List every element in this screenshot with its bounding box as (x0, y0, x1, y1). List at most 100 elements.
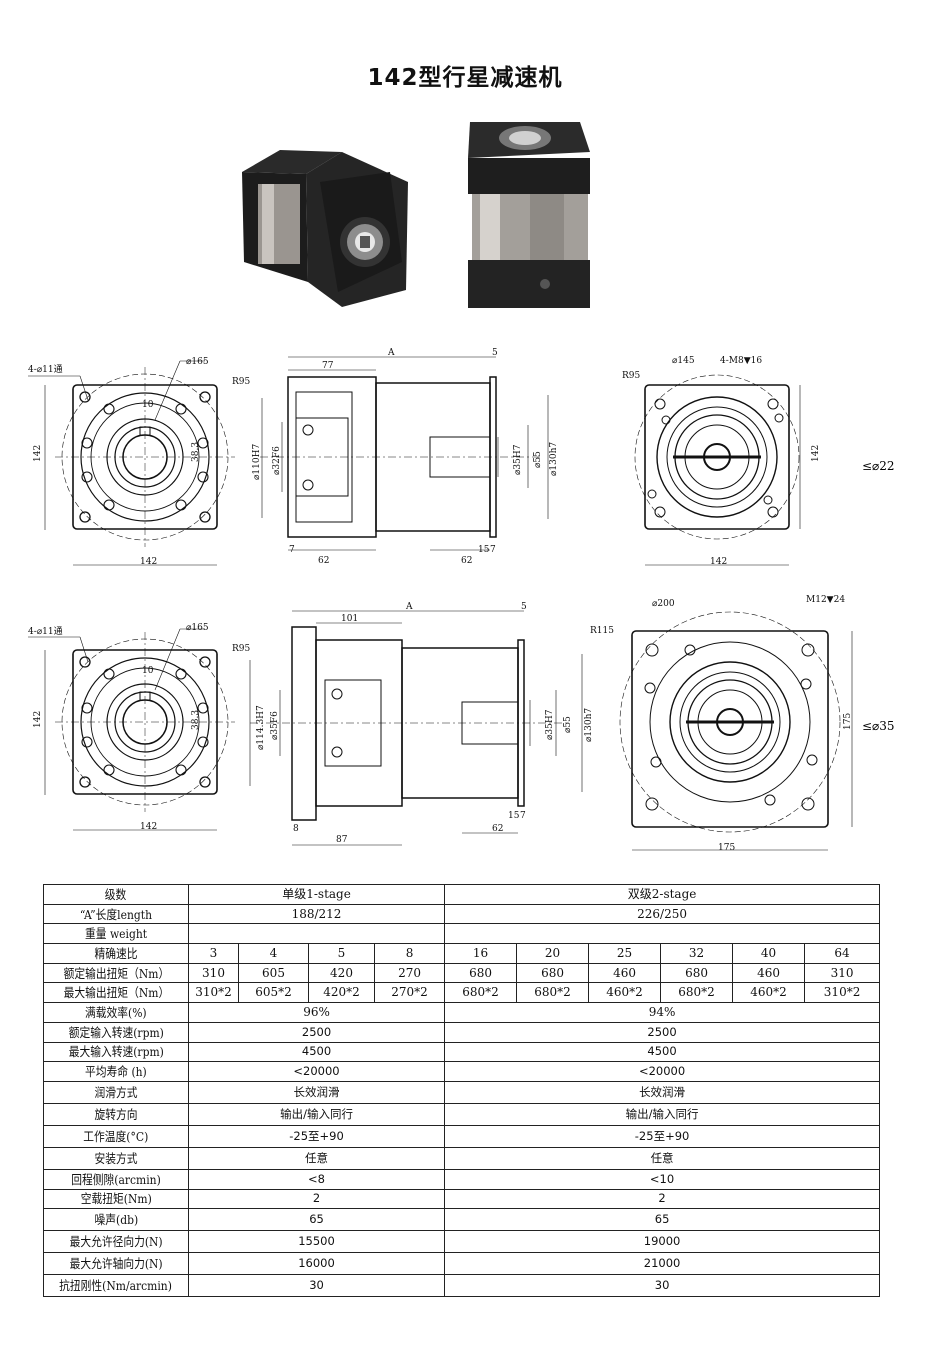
table-cell: 680 (660, 962, 734, 984)
table-cell: -25至+90 (187, 1124, 446, 1148)
row-label: 平均寿命 (h) (43, 1061, 189, 1082)
row-label: 空载扭矩(Nm) (43, 1188, 189, 1210)
table-cell: 16000 (187, 1252, 446, 1276)
label-A-2: A (405, 602, 413, 612)
table-cell: 4 (238, 943, 309, 964)
label-d145: ⌀145 (672, 356, 695, 366)
row-label-text: 抗扭刚性(Nm/arcmin) (59, 1278, 173, 1294)
table-cell: 32 (660, 943, 734, 964)
table-cell: 单级1-stage (187, 884, 446, 905)
label-d130-1: ⌀130h7 (549, 442, 559, 476)
row-label: 最大允许径向力(N) (43, 1230, 189, 1254)
drawing-input-flange-1 (28, 360, 236, 566)
row-label: 抗扭刚性(Nm/arcmin) (43, 1274, 189, 1298)
label-175-bottom: 175 (718, 843, 735, 853)
row-label-text: 最大输出扭矩（Nm） (63, 985, 169, 1001)
row-label: 回程侧隙(arcmin) (43, 1168, 189, 1190)
label-142-bottom-3: 142 (140, 822, 157, 832)
table-cell: 188/212 (187, 903, 446, 925)
product-photos (242, 122, 590, 308)
row-label-text: 级数 (105, 886, 127, 902)
table-cell: 4500 (444, 1041, 881, 1063)
label-r95-2: R95 (622, 371, 641, 381)
drawing-output-face-2 (619, 611, 853, 851)
table-cell: 226/250 (444, 903, 881, 925)
table-cell: 680*2 (660, 982, 734, 1004)
table-cell: 310*2 (804, 982, 881, 1004)
label-38-2: 38.3 (191, 710, 201, 730)
label-d35h7-2: ⌀35H7 (545, 709, 555, 740)
table-row: 工作温度(°C)-25至+90-25至+90 (43, 1124, 881, 1148)
drawing-input-flange-2 (28, 628, 236, 831)
table-cell: 21000 (444, 1252, 881, 1276)
drawing-side-section-1 (260, 356, 549, 551)
table-cell: <20000 (187, 1061, 446, 1082)
table-cell: 94% (444, 1002, 881, 1023)
table-cell: 310 (804, 962, 881, 984)
table-cell: 64 (804, 943, 881, 964)
table-cell: 15500 (187, 1230, 446, 1254)
row-label-text: 旋转方向 (94, 1106, 138, 1122)
label-15-2: 15 (508, 811, 520, 821)
table-cell: 40 (732, 943, 806, 964)
row-label: 最大输出扭矩（Nm） (43, 982, 189, 1004)
label-87: 87 (336, 835, 348, 845)
row-label: 级数 (43, 884, 189, 905)
label-d55-2: ⌀55 (563, 716, 573, 733)
row-label: 重量 weight (43, 923, 189, 945)
label-m12: M12▼24 (806, 595, 845, 605)
table-cell (444, 923, 881, 945)
row-label: “A”长度length (43, 903, 189, 925)
table-cell: 460 (588, 962, 662, 984)
label-shaft-35: ≤⌀35 (862, 719, 895, 733)
label-142-left-1: 142 (33, 445, 43, 462)
table-row: 回程侧隙(arcmin)<8<10 (43, 1168, 881, 1190)
label-holes-1: 4-⌀11通 (28, 364, 63, 375)
row-label-text: 平均寿命 (h) (85, 1064, 147, 1080)
table-row: 平均寿命 (h)<20000<20000 (43, 1061, 881, 1082)
reducer-photo-front (468, 122, 590, 308)
row-label-text: 工作温度(°C) (83, 1128, 149, 1144)
label-7-1: 7 (289, 545, 295, 555)
table-cell: 420 (308, 962, 375, 984)
table-cell: 双级2-stage (444, 884, 881, 905)
table-cell: 605*2 (238, 982, 309, 1004)
label-142-bottom-2: 142 (710, 557, 727, 567)
table-cell: 680*2 (444, 982, 518, 1004)
label-d55-1: ⌀55 (533, 451, 543, 468)
table-cell: 20 (516, 943, 590, 964)
label-142-right-2: 142 (811, 445, 821, 462)
label-38-1: 38.3 (191, 442, 201, 462)
label-d130-2: ⌀130h7 (584, 708, 594, 742)
row-label: 安装方式 (43, 1146, 189, 1170)
table-cell: 16 (444, 943, 518, 964)
row-label: 最大允许轴向力(N) (43, 1252, 189, 1276)
label-shaft-22: ≤⌀22 (862, 459, 895, 473)
row-label-text: 额定输入转速(rpm) (68, 1024, 164, 1040)
table-cell: 输出/输入同行 (187, 1102, 446, 1126)
row-label: 噪声(db) (43, 1208, 189, 1232)
label-5-1: 5 (492, 348, 498, 358)
label-7b-1: 7 (490, 545, 496, 555)
drawing-side-section-2 (249, 610, 583, 846)
table-cell: 310 (188, 962, 239, 984)
table-cell: 任意 (187, 1146, 446, 1170)
table-cell: 25 (588, 943, 662, 964)
row-label-text: 重量 weight (84, 926, 148, 942)
table-cell: 3 (188, 943, 239, 964)
label-holes-2: 4-⌀11通 (28, 626, 63, 637)
row-label-text: “A”长度length (79, 906, 153, 922)
table-cell: 460*2 (588, 982, 662, 1004)
table-cell: 310*2 (188, 982, 239, 1004)
row-label: 最大输入转速(rpm) (43, 1041, 189, 1063)
row-label: 额定输入转速(rpm) (43, 1021, 189, 1043)
table-cell: <10 (444, 1168, 881, 1190)
label-d35h7-1: ⌀35H7 (513, 444, 523, 475)
table-cell: 19000 (444, 1230, 881, 1254)
